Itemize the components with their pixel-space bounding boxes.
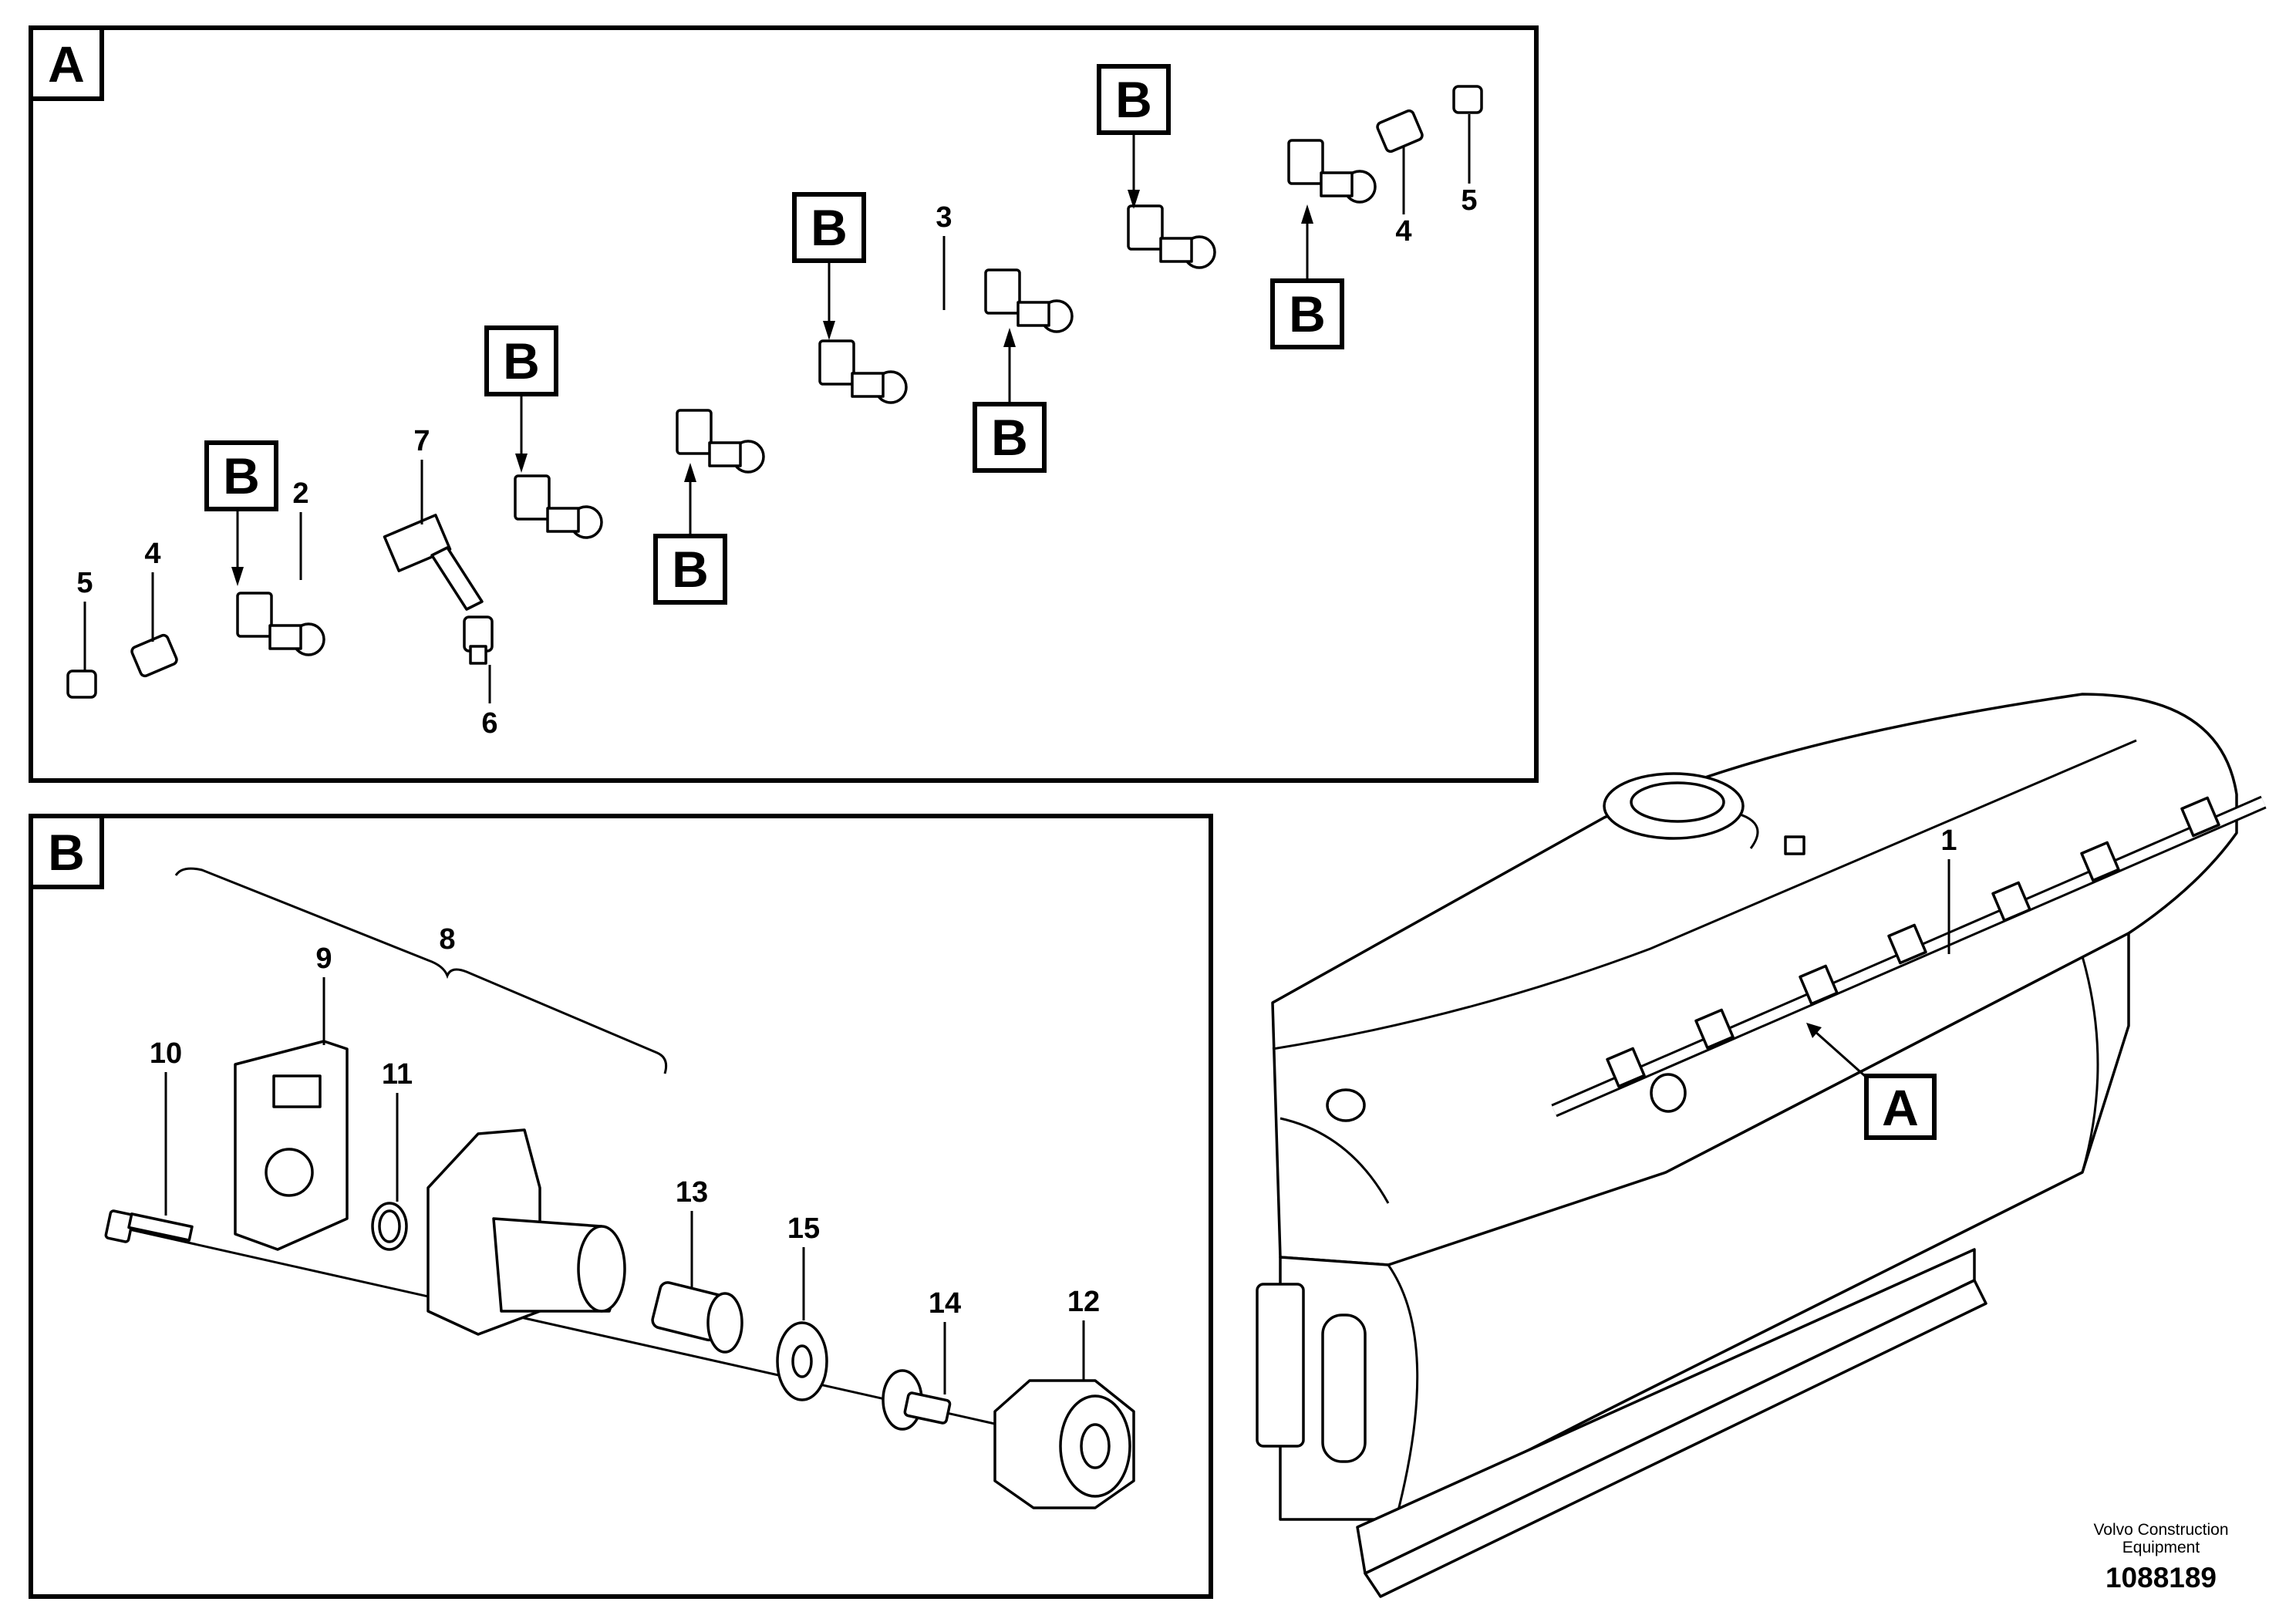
panel-a-frame: [29, 25, 1539, 783]
b-ref-4-label: B: [811, 199, 848, 256]
bolt: [104, 1209, 194, 1243]
callout-7: 7: [413, 425, 430, 457]
b-ref-2-label: B: [503, 332, 540, 389]
callout-4-left: 4: [144, 538, 160, 570]
b-ref-1: B: [204, 440, 278, 586]
callout-3: 3: [936, 201, 952, 234]
nozzle-tip: [882, 1369, 952, 1431]
nozzle-cap: [993, 1379, 1135, 1509]
brand-line-1: Volvo Construction: [2093, 1521, 2228, 1539]
callout-14: 14: [929, 1287, 961, 1320]
callout-5-right: 5: [1461, 184, 1477, 217]
brand-line-2: Equipment: [2122, 1539, 2200, 1556]
callout-5-left: 5: [76, 567, 93, 599]
clamp-body: [426, 1128, 626, 1336]
b-ref-3: B: [653, 463, 727, 605]
kit-bracket: [174, 867, 668, 1074]
callout-15: 15: [787, 1212, 820, 1245]
panel-a-tag: A: [48, 35, 85, 93]
overview-tag-a: A: [1882, 1079, 1919, 1136]
panel-a-tag-box: [29, 25, 104, 101]
assembly-axis: [115, 1225, 1027, 1432]
o-ring: [371, 1202, 408, 1251]
panel-b: B: [29, 814, 1213, 1599]
panel-a: A: [29, 25, 1539, 783]
b-ref-5-label: B: [991, 409, 1028, 466]
panel-b-tag-box: [29, 814, 104, 889]
b-ref-6-label: B: [1115, 71, 1152, 128]
b-ref-6: B: [1097, 64, 1171, 209]
overview-callouts: 1 A: [1806, 824, 1957, 1140]
clamp-half: [234, 1040, 349, 1251]
callout-1: 1: [1940, 824, 1957, 857]
b-ref-1-label: B: [223, 447, 260, 504]
footer: Volvo Construction Equipment 1088189: [2093, 1521, 2228, 1593]
detail-b-references: B B B B B: [204, 64, 1344, 605]
washer: [776, 1321, 828, 1401]
panel-a-callouts: 5 4 2 7 6 3 4 5: [76, 114, 1478, 740]
callout-12: 12: [1067, 1286, 1100, 1318]
panel-b-callouts: 8 9 10 11 13 15 14 12: [150, 923, 1100, 1394]
b-ref-2: B: [484, 325, 558, 473]
callout-13: 13: [676, 1176, 708, 1209]
b-ref-4: B: [792, 192, 866, 340]
callout-11: 11: [382, 1058, 413, 1091]
callout-4-right: 4: [1395, 215, 1411, 248]
nozzle-clamps: [236, 139, 1377, 656]
callout-6: 6: [481, 707, 497, 740]
panel-b-frame: [29, 814, 1213, 1599]
callout-8: 8: [439, 923, 455, 956]
b-ref-5: B: [973, 328, 1047, 473]
b-ref-3-label: B: [672, 541, 709, 598]
b-ref-7: B: [1270, 204, 1344, 349]
callout-2: 2: [292, 477, 308, 510]
cutting-edge: [1356, 1248, 1988, 1598]
callout-9: 9: [315, 943, 332, 975]
b-ref-7-label: B: [1289, 285, 1326, 342]
drawing-number: 1088189: [2106, 1562, 2217, 1593]
overview-spray-bar: [1551, 795, 2267, 1118]
detail-a-leader: [1808, 1024, 1866, 1077]
overview: 1 A: [1256, 693, 2267, 1598]
water-tank: [1271, 693, 2238, 1266]
end-fittings: [66, 85, 1483, 699]
spray-tube: [70, 86, 1472, 696]
callout-10: 10: [150, 1037, 182, 1070]
tee-fitting: [383, 514, 494, 665]
panel-b-tag: B: [48, 824, 85, 881]
insert-sleeve: [651, 1281, 743, 1354]
